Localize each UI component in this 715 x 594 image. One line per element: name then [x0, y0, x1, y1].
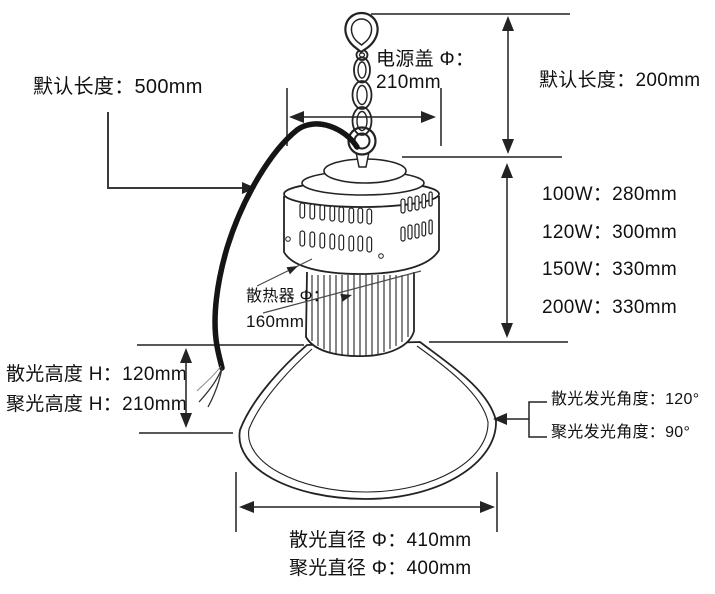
label-flood-height: 散光高度 H：120mm — [6, 364, 187, 385]
leader-cable-length — [107, 112, 256, 194]
eyebolt — [347, 126, 377, 168]
dimension-shade-height — [180, 348, 192, 428]
label-body-height-200w: 200W：330mm — [542, 297, 677, 318]
vent-slots — [299, 191, 433, 253]
label-spot-beam-angle: 聚光发光角度：90° — [551, 424, 691, 441]
label-heatsink-diameter-line2: 160mm — [246, 312, 305, 331]
label-body-height-120w: 120W：300mm — [542, 222, 677, 243]
heatsink-fins — [311, 275, 409, 356]
label-chain-default-length: 默认长度：200mm — [539, 70, 701, 91]
screw — [378, 253, 384, 259]
screw — [285, 236, 291, 242]
dimension-power-cover-diameter — [289, 111, 436, 123]
label-flood-beam-angle: 散光发光角度：120° — [551, 391, 700, 408]
label-spot-height: 聚光高度 H：210mm — [6, 394, 187, 415]
lamp-heatsink — [305, 271, 415, 358]
label-power-cover-diameter-line1: 电源盖 Φ： — [376, 49, 475, 70]
power-cable — [196, 121, 360, 408]
label-heatsink-diameter-line1: 散热器 Φ： — [246, 288, 330, 305]
leader-beam-angle — [493, 401, 547, 438]
label-body-height-150w: 150W：330mm — [542, 259, 677, 280]
dimension-body-height — [501, 163, 513, 338]
reference-lines — [137, 13, 570, 532]
leader-heatsink-diameter — [256, 258, 422, 314]
lamp-drawing — [196, 11, 497, 500]
hanging-hook — [344, 11, 379, 54]
dimension-chain-length — [502, 16, 514, 154]
label-cable-default-length: 默认长度：500mm — [33, 76, 203, 98]
lamp-shade — [238, 341, 497, 500]
label-spot-diameter: 聚光直径 Φ：400mm — [289, 558, 472, 579]
dimension-shade-diameter — [239, 501, 495, 513]
lamp-top-cap — [301, 158, 425, 196]
hanging-chain — [351, 49, 373, 136]
label-flood-diameter: 散光直径 Φ：410mm — [289, 530, 472, 551]
label-body-height-100w: 100W：280mm — [542, 184, 677, 205]
label-power-cover-diameter-line2: 210mm — [376, 72, 441, 93]
